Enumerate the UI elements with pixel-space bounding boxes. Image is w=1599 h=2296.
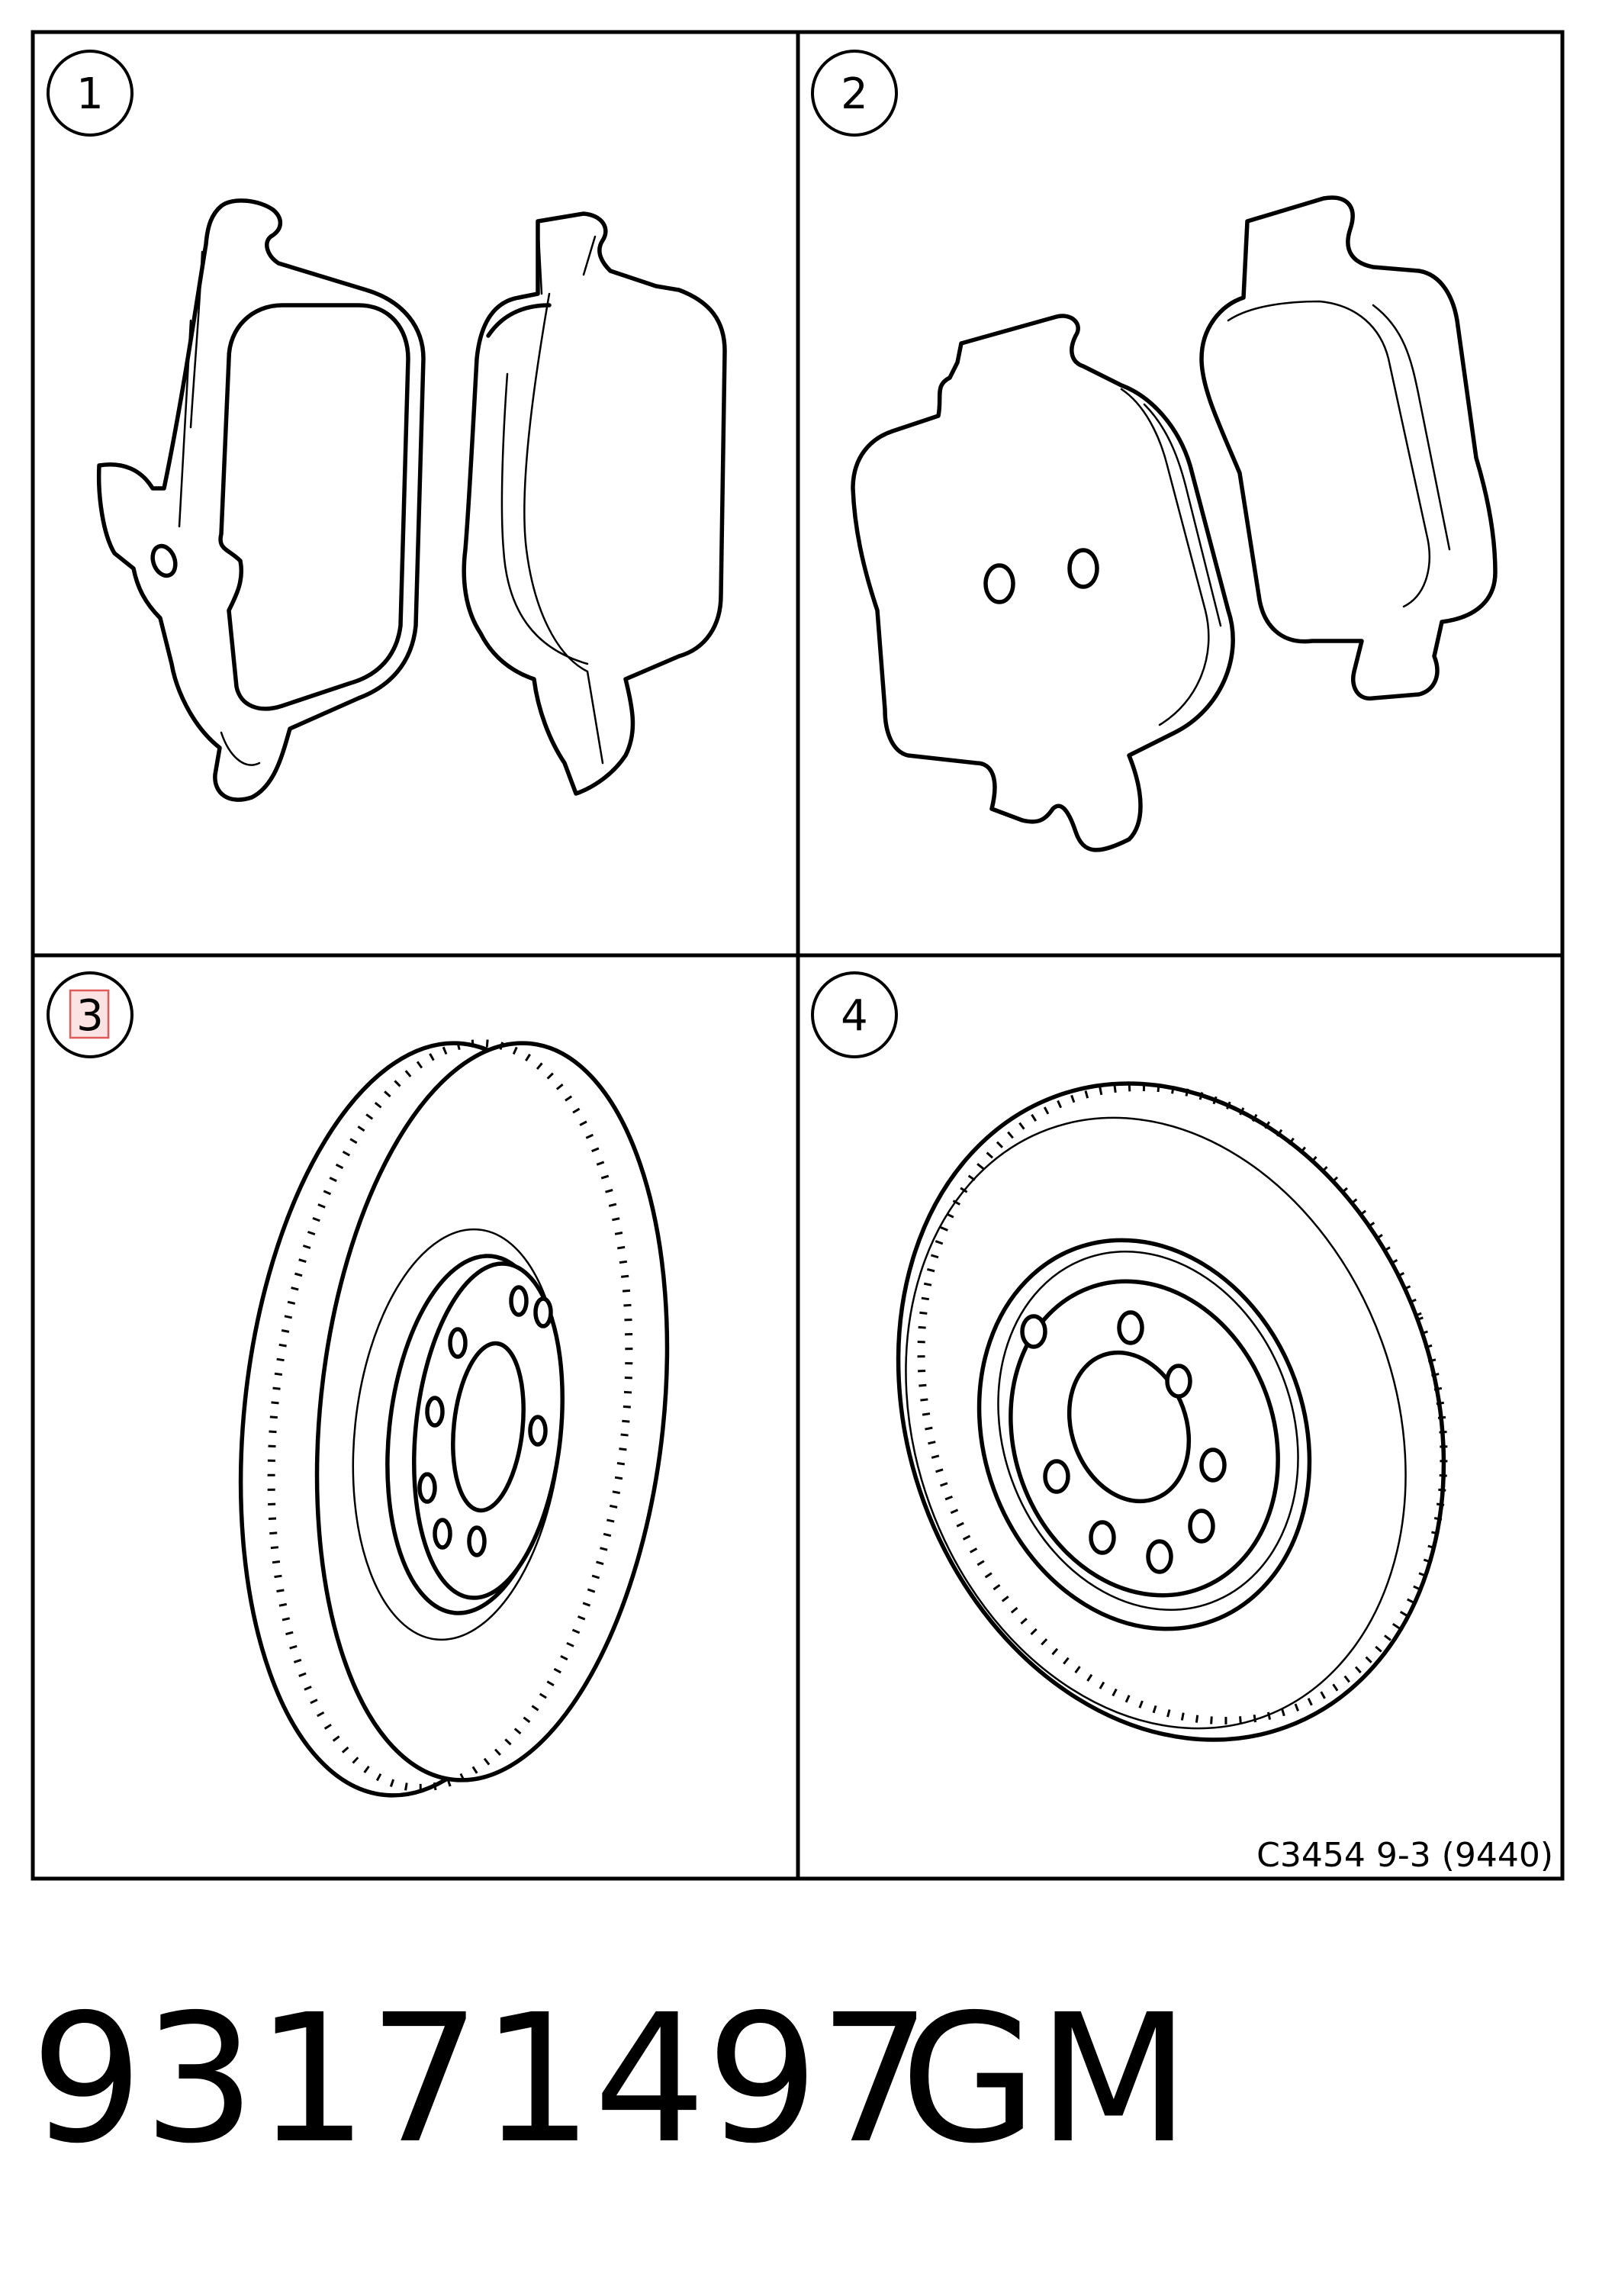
- highlight-box: [69, 989, 110, 1039]
- svg-text:3: 3: [76, 991, 104, 1041]
- panel-badge-4: 4: [811, 971, 898, 1058]
- panel-badge-1: 1: [47, 50, 134, 137]
- wheel-bolt-holes: [1020, 1310, 1227, 1574]
- part-number: 93171497: [31, 1976, 931, 2182]
- rear-brake-disc-icon: [896, 1081, 1448, 1742]
- grid-frame: [31, 30, 1565, 1881]
- panel-badge-3: 3: [47, 971, 134, 1058]
- front-brake-pads-icon: [96, 198, 727, 802]
- brand-name: GM: [900, 1976, 1190, 2182]
- panel-badge-2: 2: [811, 50, 898, 137]
- svg-text:2: 2: [841, 69, 868, 119]
- front-brake-disc-icon: [238, 1039, 670, 1798]
- rear-brake-pads-icon: [851, 195, 1498, 852]
- svg-text:1: 1: [76, 69, 104, 119]
- part-line: 93171497GM: [31, 1976, 1190, 2182]
- reference-code: C3454 9-3 (9440): [1256, 1836, 1553, 1875]
- wheel-bolt-holes: [417, 1285, 553, 1557]
- svg-text:4: 4: [841, 991, 868, 1041]
